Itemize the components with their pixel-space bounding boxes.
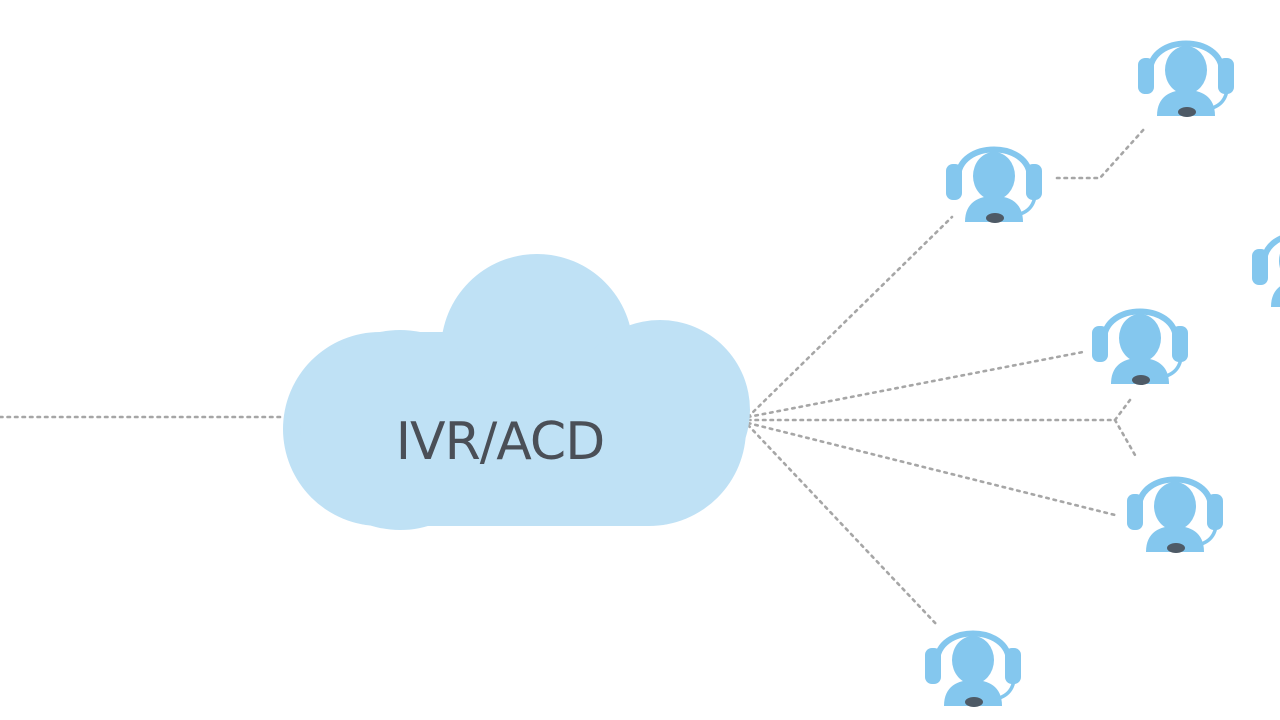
connectors bbox=[0, 126, 1147, 628]
agent-headset-icon bbox=[925, 634, 1021, 708]
connector-agent-2 bbox=[746, 215, 954, 419]
agent-headset-icon bbox=[1138, 44, 1234, 118]
agent-headset-icon bbox=[1252, 235, 1280, 309]
cloud-label: IVR/ACD bbox=[396, 412, 605, 472]
connector-agent-1 bbox=[1055, 126, 1147, 180]
connector-branch-up bbox=[1113, 398, 1132, 422]
agent-headset-icon bbox=[1127, 480, 1223, 554]
connector-branch-down bbox=[1113, 418, 1137, 457]
agent-headset-icon bbox=[1092, 312, 1188, 386]
agent-nodes bbox=[925, 44, 1280, 708]
connector-agent-5 bbox=[746, 421, 1117, 517]
connector-agent-6 bbox=[746, 423, 940, 628]
ivr-acd-cloud: IVR/ACD bbox=[283, 254, 750, 530]
connector-agent-4 bbox=[746, 350, 1085, 419]
agent-headset-icon bbox=[946, 150, 1042, 224]
